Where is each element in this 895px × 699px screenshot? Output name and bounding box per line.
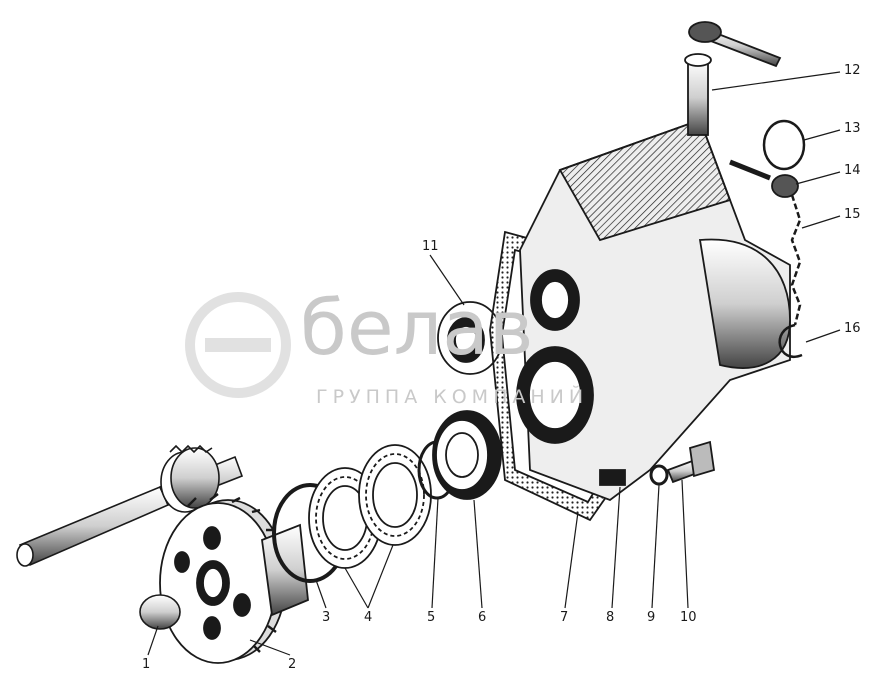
- housing: [516, 118, 791, 502]
- callout-15: 15: [844, 207, 861, 222]
- shift-lever: [684, 21, 782, 136]
- washer-and-bolt: [649, 440, 716, 486]
- callout-2: 2: [288, 657, 297, 672]
- large-gear: [159, 493, 309, 664]
- callout-10: 10: [680, 610, 697, 625]
- callout-6: 6: [478, 610, 487, 625]
- callout-12: 12: [844, 63, 861, 78]
- callout-5: 5: [427, 610, 436, 625]
- callout-8: 8: [606, 610, 615, 625]
- callout-14: 14: [844, 163, 861, 178]
- callout-16: 16: [844, 321, 861, 336]
- callout-9: 9: [647, 610, 656, 625]
- bearing-pair: [308, 444, 432, 569]
- upper-bearing: [437, 301, 503, 375]
- lock-pin-assembly: [729, 119, 806, 358]
- cap: [139, 594, 181, 630]
- watermark-tagline: ГРУППА КОМПАНИЙ: [316, 386, 589, 408]
- callout-7: 7: [560, 610, 569, 625]
- small-gear: [160, 444, 220, 513]
- callout-1: 1: [142, 657, 151, 672]
- leader-lines: [147, 71, 841, 656]
- callout-11: 11: [422, 239, 439, 254]
- callout-4: 4: [364, 610, 373, 625]
- callout-3: 3: [322, 610, 331, 625]
- watermark-logo: [185, 292, 291, 398]
- watermark-brand: белав: [300, 283, 534, 372]
- callout-13: 13: [844, 121, 861, 136]
- oil-seal: [432, 410, 502, 500]
